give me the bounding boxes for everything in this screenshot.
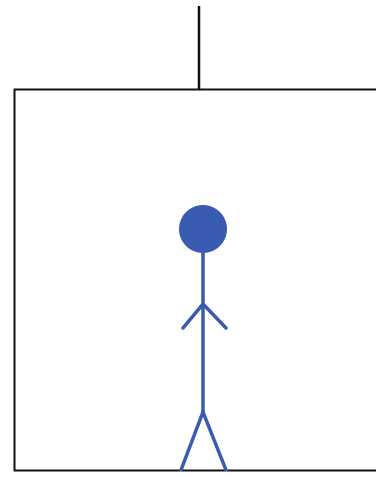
elevator-box	[15, 90, 376, 471]
person-head	[179, 205, 227, 253]
